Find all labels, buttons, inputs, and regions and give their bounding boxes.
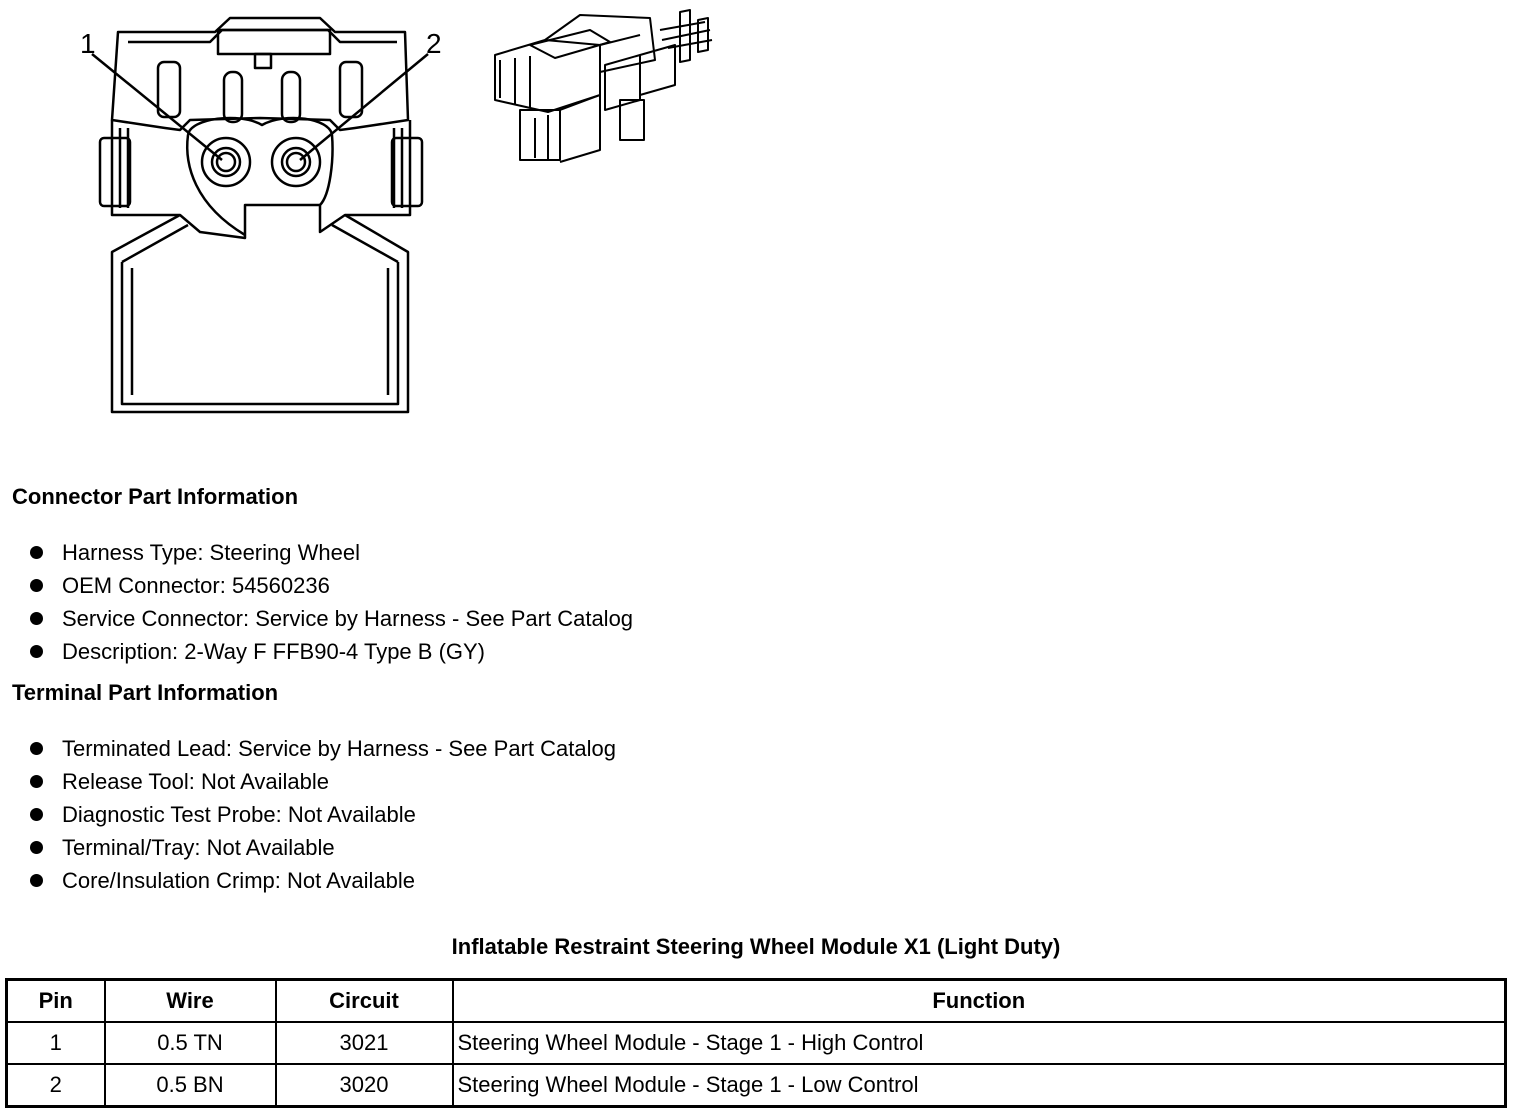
- header-circuit: Circuit: [274, 978, 454, 1023]
- header-wire: Wire: [103, 978, 277, 1023]
- header-pin: Pin: [5, 978, 106, 1023]
- bullet-icon: [30, 808, 43, 821]
- cell-function: Steering Wheel Module - Stage 1 - Low Co…: [451, 1063, 1507, 1108]
- connector-face-drawing: [91, 16, 429, 414]
- table-row: 2 0.5 BN 3020 Steering Wheel Module - St…: [5, 1063, 1507, 1108]
- cell-circuit: 3020: [274, 1063, 454, 1108]
- list-item: Harness Type: Steering Wheel: [28, 536, 633, 569]
- list-item: Service Connector: Service by Harness - …: [28, 602, 633, 635]
- list-item: Terminated Lead: Service by Harness - Se…: [28, 732, 616, 765]
- bullet-icon: [30, 612, 43, 625]
- list-item-text: Harness Type: Steering Wheel: [62, 540, 360, 565]
- bullet-icon: [30, 546, 43, 559]
- list-item: Release Tool: Not Available: [28, 765, 616, 798]
- bullet-icon: [30, 775, 43, 788]
- header-function: Function: [451, 978, 1507, 1023]
- callout-2: 2: [426, 28, 442, 59]
- list-item: Description: 2-Way F FFB90-4 Type B (GY): [28, 635, 633, 668]
- list-item: Core/Insulation Crimp: Not Available: [28, 864, 616, 897]
- list-item-text: Release Tool: Not Available: [62, 769, 330, 794]
- table-header-row: Pin Wire Circuit Function: [5, 978, 1507, 1023]
- connector-isometric-drawing: [494, 9, 713, 163]
- cell-wire: 0.5 TN: [103, 1021, 277, 1065]
- list-item-text: Terminated Lead: Service by Harness - Se…: [62, 736, 616, 761]
- bullet-icon: [30, 874, 43, 887]
- terminal-part-info-title: Terminal Part Information: [12, 680, 279, 705]
- connector-part-info-list: Harness Type: Steering Wheel OEM Connect…: [28, 536, 633, 668]
- table-row: 1 0.5 TN 3021 Steering Wheel Module - St…: [5, 1021, 1507, 1065]
- cell-wire: 0.5 BN: [103, 1063, 277, 1108]
- bullet-icon: [30, 645, 43, 658]
- list-item-text: OEM Connector: 54560236: [62, 573, 330, 598]
- list-item-text: Terminal/Tray: Not Available: [62, 835, 335, 860]
- cell-pin: 2: [5, 1063, 106, 1108]
- bullet-icon: [30, 742, 43, 755]
- list-item: OEM Connector: 54560236: [28, 569, 633, 602]
- cell-pin: 1: [5, 1021, 106, 1065]
- cell-function: Steering Wheel Module - Stage 1 - High C…: [451, 1021, 1507, 1065]
- list-item-text: Core/Insulation Crimp: Not Available: [62, 868, 415, 893]
- list-item-text: Description: 2-Way F FFB90-4 Type B (GY): [62, 639, 486, 664]
- callout-1: 1: [80, 28, 96, 59]
- list-item-text: Service Connector: Service by Harness - …: [62, 606, 634, 631]
- list-item: Diagnostic Test Probe: Not Available: [28, 798, 616, 831]
- bullet-icon: [30, 579, 43, 592]
- bullet-icon: [30, 841, 43, 854]
- list-item-text: Diagnostic Test Probe: Not Available: [62, 802, 416, 827]
- cell-circuit: 3021: [274, 1021, 454, 1065]
- terminal-part-info-list: Terminated Lead: Service by Harness - Se…: [28, 732, 616, 897]
- connector-part-info-title: Connector Part Information: [12, 484, 299, 509]
- pinout-table: Pin Wire Circuit Function 1 0.5 TN 3021 …: [5, 978, 1507, 1108]
- pinout-table-title: Inflatable Restraint Steering Wheel Modu…: [451, 934, 1061, 959]
- list-item: Terminal/Tray: Not Available: [28, 831, 616, 864]
